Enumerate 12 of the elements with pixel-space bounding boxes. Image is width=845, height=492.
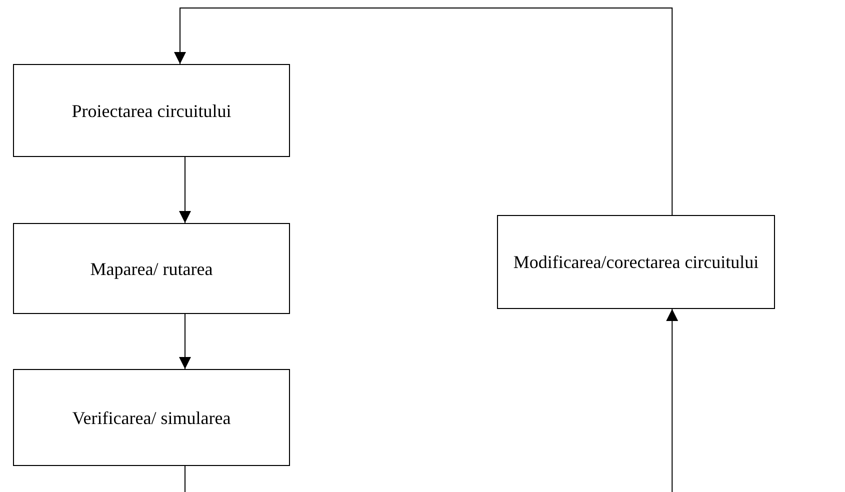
box-label: Modificarea/corectarea circuitului [513,251,759,274]
process-box [497,215,775,309]
arrow [174,8,673,216]
box-label: Maparea/ rutarea [90,258,213,281]
arrow [179,156,191,224]
arrow [666,308,678,492]
process-box [13,223,290,314]
process-box [13,369,290,466]
box-label: Proiectarea circuitului [72,100,232,122]
process-box [13,64,290,157]
arrow [179,314,191,370]
box-label: Verificarea/ simularea [72,406,231,430]
